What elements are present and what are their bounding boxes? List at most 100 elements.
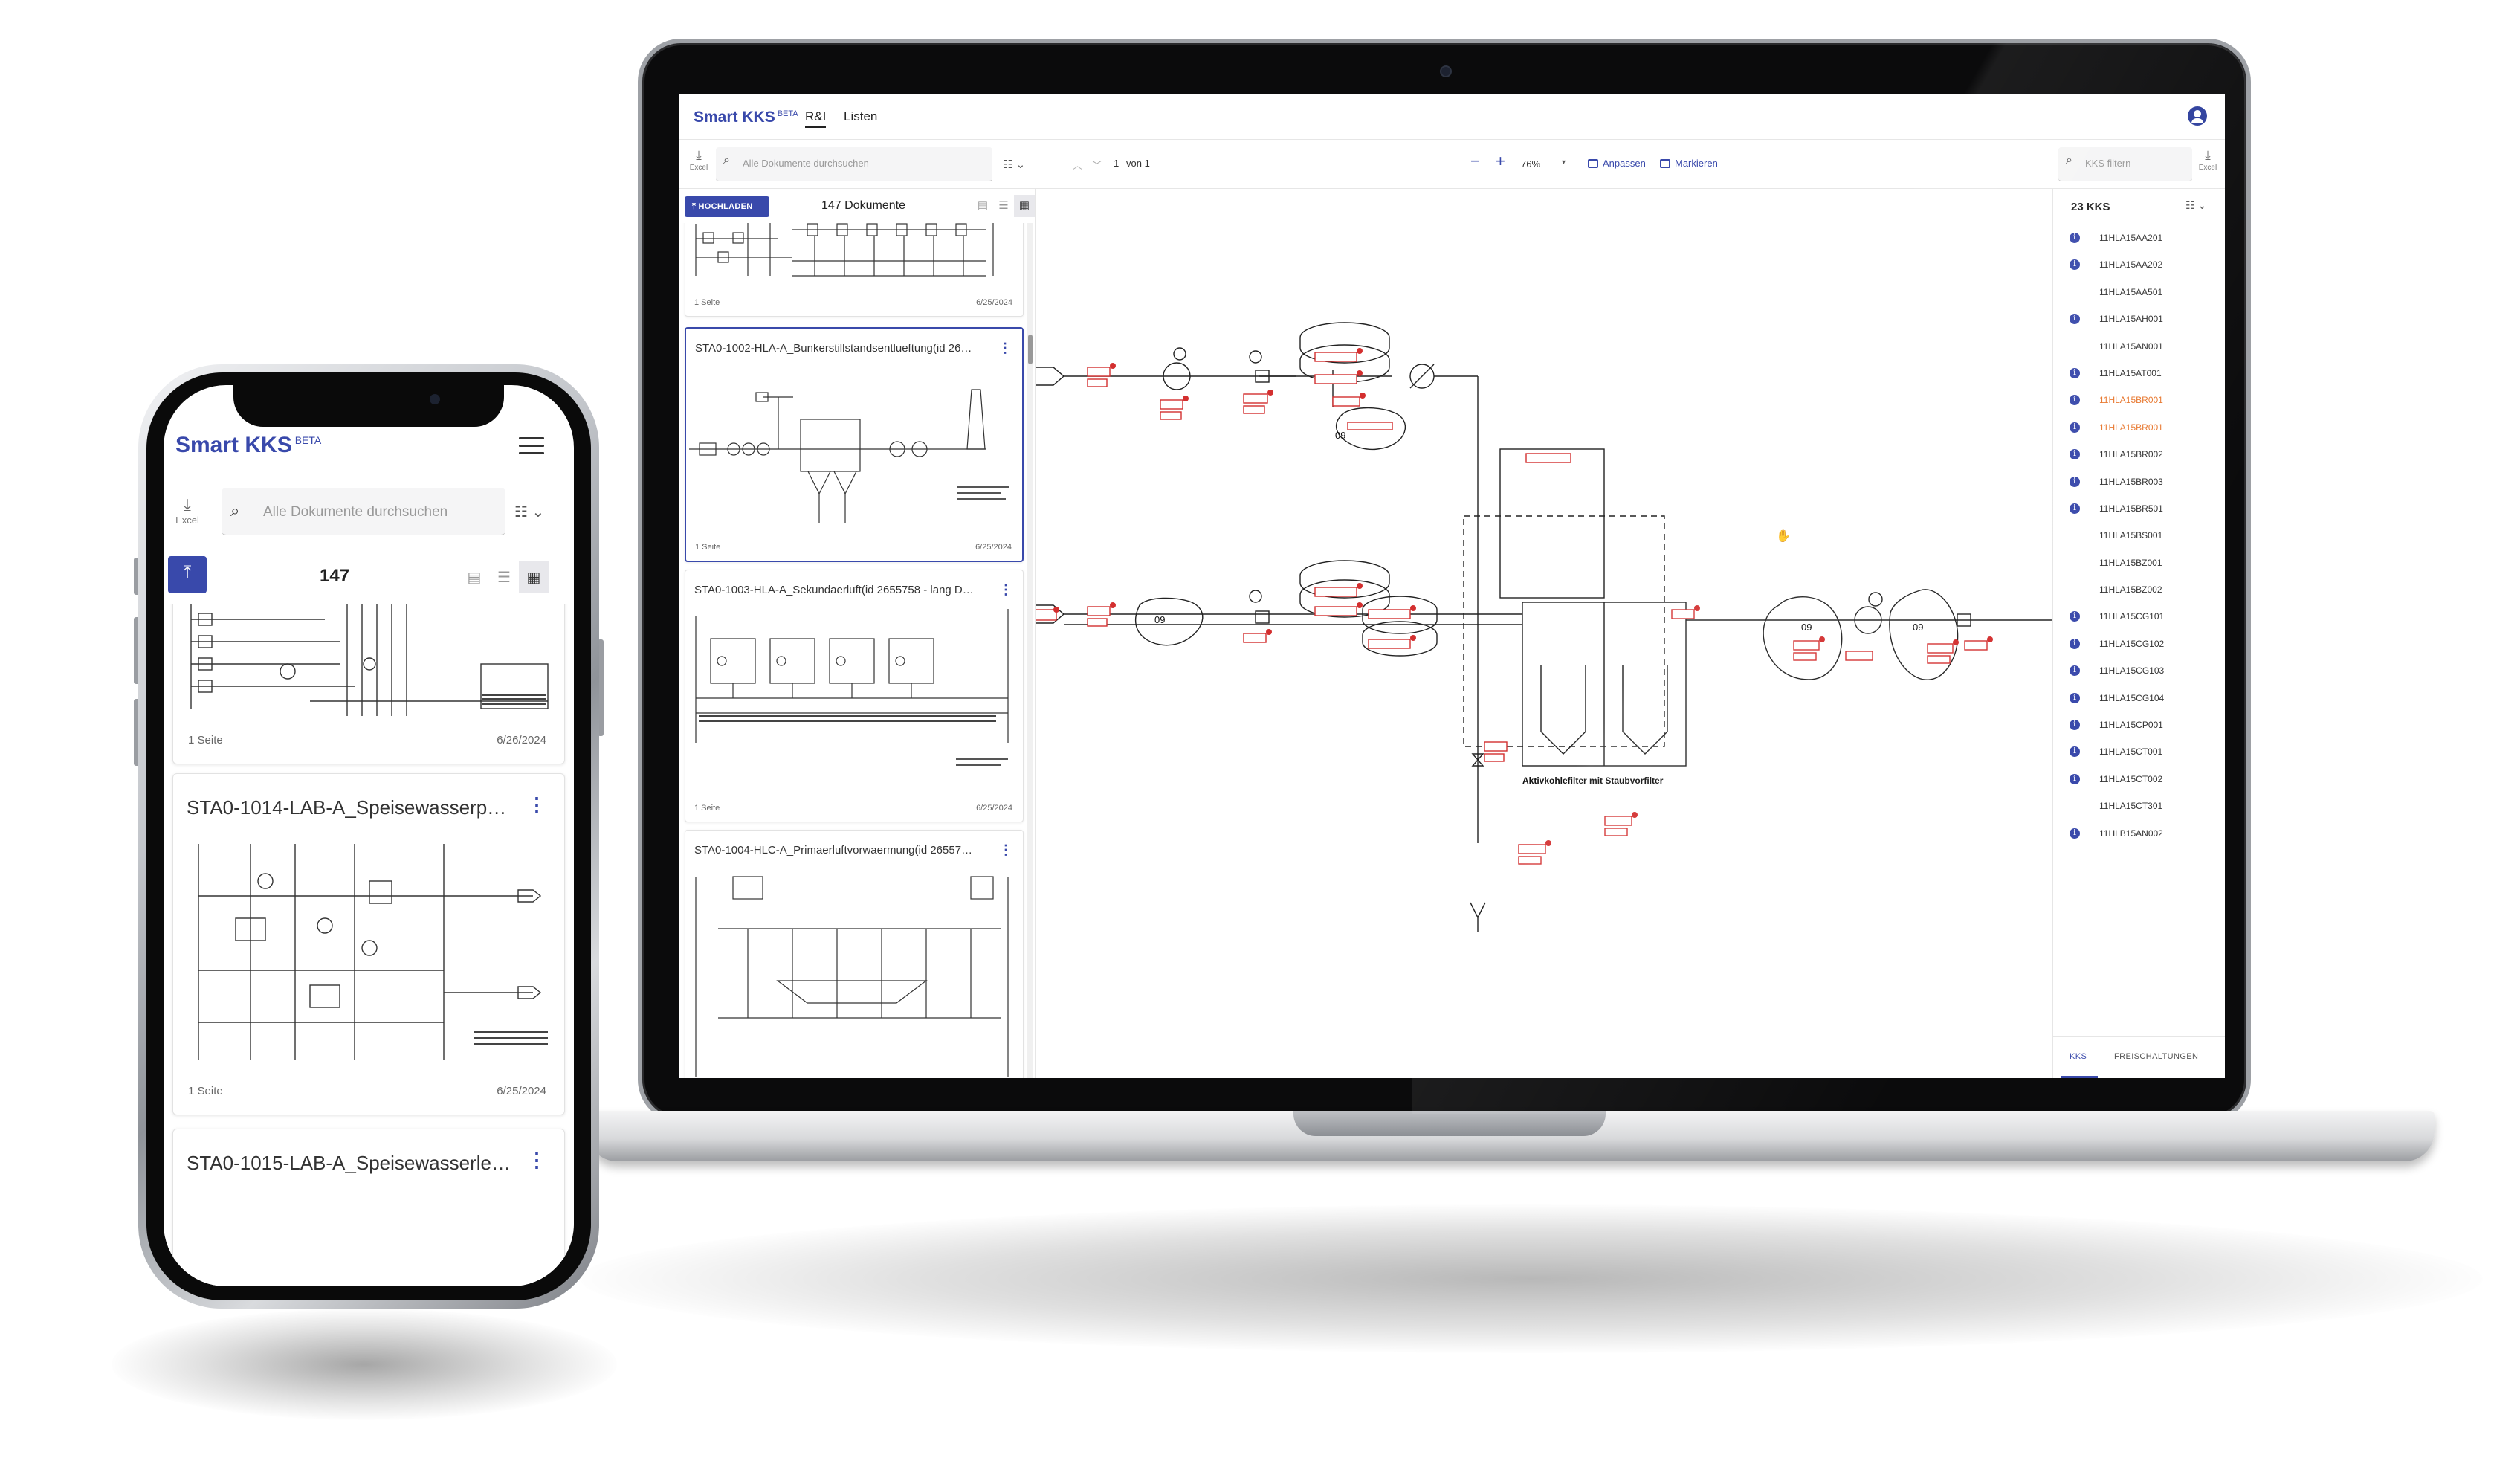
document-card[interactable]: 1 Seite 6/25/2024 [685,223,1024,317]
fit-button[interactable]: Anpassen [1588,158,1646,169]
info-icon[interactable]: i [2070,233,2080,243]
tab-listen[interactable]: Listen [844,109,878,123]
page-up-icon[interactable]: ︿ [1073,160,1083,171]
kks-filter-input[interactable]: ⌕ KKS filtern [2058,147,2192,181]
info-icon[interactable]: i [2070,422,2080,433]
more-options-icon[interactable]: ⋮ [999,582,1012,597]
info-icon[interactable]: i [2070,692,2080,703]
phone-filter-settings-icon[interactable]: ☷ ⌄ [514,504,545,520]
hamburger-menu-icon[interactable] [519,437,544,455]
kks-list-item[interactable]: 11HLA15AN001 [2053,333,2225,360]
phone-document-pages: 1 Seite [188,734,223,746]
zoom-out-icon[interactable]: − [1470,152,1480,170]
phone-document-search-input[interactable]: ⌕ Alle Dokumente durchsuchen [222,488,505,535]
kks-list-item[interactable]: 11HLA15BZ001 [2053,549,2225,576]
pid-diagram-canvas[interactable]: 09 09 09 09 Aktivkohlefilter mit Staubvo… [1035,189,2052,1078]
phone-document-card[interactable]: STA0-1014-LAB-A_Speisewasserpu… ⋮ [172,773,565,1115]
phone-grid-view-icon[interactable]: ▦ [519,561,549,593]
tab-freischaltungen[interactable]: FREISCHALTUNGEN [2114,1052,2199,1061]
pid-diagram: 09 09 09 09 Aktivkohlefilter mit Staubvo… [1035,322,2052,932]
phone-table-view-icon[interactable]: ▤ [467,570,482,586]
kks-excel-export-button[interactable]: ⤓ Excel [2197,147,2219,183]
phone-document-title: STA0-1015-LAB-A_Speisewasserleit… [187,1152,514,1174]
info-icon[interactable]: i [2070,259,2080,271]
kks-code: 11HLA15BZ001 [2099,557,2162,568]
grid-view-icon[interactable]: ▦ [1014,195,1035,217]
phone-more-options-icon[interactable]: ⋮ [527,1149,546,1171]
phone-beta-badge: BETA [294,434,322,446]
document-thumbnail [688,223,1020,288]
info-icon[interactable]: i [2070,638,2080,649]
info-icon[interactable]: i [2070,611,2080,622]
kks-list-item[interactable]: 11HLA15BS001 [2053,522,2225,549]
excel-label: Excel [689,164,708,172]
phone-list-view-icon[interactable]: ☰ [497,570,511,586]
info-icon[interactable]: i [2070,449,2080,460]
document-card[interactable]: STA0-1003-HLA-A_Sekundaerluft(id 2655758… [685,570,1024,822]
info-icon[interactable]: i [2070,773,2080,784]
document-list-scrollbar[interactable] [1027,223,1033,1078]
document-card[interactable]: STA0-1004-HLC-A_Primaerluftvorwaermung(i… [685,830,1024,1078]
phone-more-options-icon[interactable]: ⋮ [527,793,546,816]
info-icon[interactable]: i [2070,476,2080,487]
page-current[interactable]: 1 [1114,158,1120,169]
info-icon[interactable]: i [2070,828,2080,839]
scrollbar-thumb[interactable] [1028,335,1033,364]
phone-document-card[interactable]: STA0-1015-LAB-A_Speisewasserleit… ⋮ [172,1129,565,1286]
info-icon[interactable]: i [2070,665,2080,677]
account-icon[interactable] [2188,106,2207,126]
phone-excel-export-button[interactable]: ⤓ Excel [172,495,202,526]
kks-list-item[interactable]: 11HLA15BZ002 [2053,576,2225,603]
document-pages: 1 Seite [695,543,721,552]
phone-upload-button[interactable]: ⤒ [168,556,207,593]
more-options-icon[interactable]: ⋮ [999,842,1012,857]
upload-button[interactable]: ⤒ HOCHLADEN [685,196,769,217]
zoom-in-icon[interactable]: + [1496,152,1505,170]
tab-kks[interactable]: KKS [2070,1052,2087,1061]
document-search-input[interactable]: ⌕ Alle Dokumente durchsuchen [716,147,992,181]
mark-label: Markieren [1675,158,1718,169]
kks-filter-settings-icon[interactable]: ☷ ⌄ [2185,199,2207,211]
kks-code: 11HLA15BS001 [2099,530,2163,541]
view-toggle-group: ▤ ☰ ▦ [972,195,1035,217]
info-icon[interactable]: i [2070,503,2080,514]
zoom-select[interactable]: 76%▾ [1515,153,1568,175]
info-icon[interactable]: i [2070,395,2080,406]
excel-export-button[interactable]: ⤓ Excel [688,147,710,183]
tab-r-und-i[interactable]: R&I [805,109,827,128]
document-card-selected[interactable]: STA0-1002-HLA-A_Bunkerstillstandsentluef… [685,327,1024,562]
phone-document-card[interactable]: 1 Seite 6/26/2024 [172,604,565,764]
kks-list-item[interactable]: 11HLA15CT301 [2053,793,2225,819]
kks-list-item[interactable]: 11HLA15AA501 [2053,279,2225,306]
list-view-icon[interactable]: ☰ [998,199,1009,212]
more-options-icon[interactable]: ⋮ [998,341,1012,355]
page-down-icon[interactable]: ﹀ [1092,160,1102,171]
info-icon[interactable]: i [2070,746,2080,758]
table-view-icon[interactable]: ▤ [977,199,989,212]
info-icon[interactable]: i [2070,720,2080,731]
info-icon[interactable]: i [2070,314,2080,325]
info-icon[interactable]: i [2070,367,2080,378]
mark-button[interactable]: Markieren [1660,158,1718,169]
document-thumbnail [688,609,1020,793]
filter-settings-icon[interactable]: ☷ ⌄ [1003,158,1026,171]
